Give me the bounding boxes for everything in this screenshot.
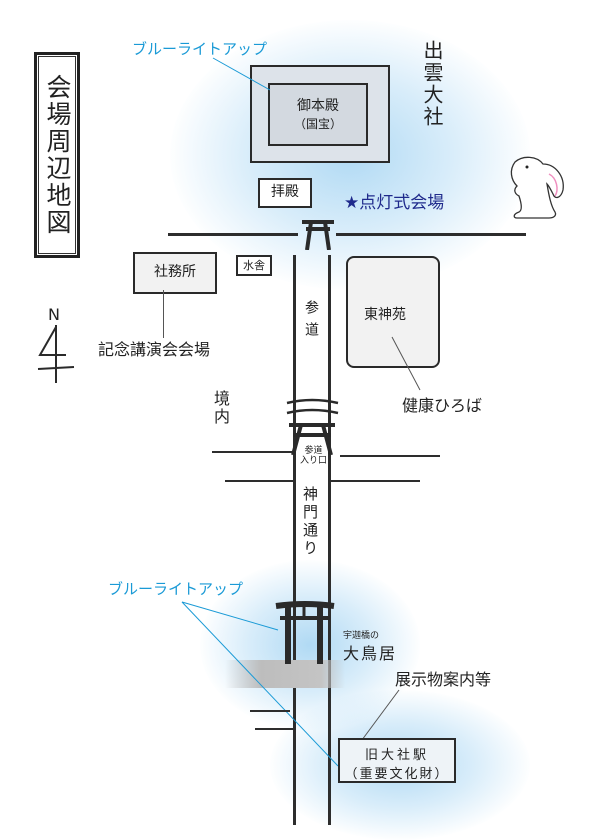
- torii-small-label: 宇迦橋の: [343, 631, 380, 641]
- honden-label: 御本殿: [297, 98, 339, 114]
- sando-entrance-line2: 入り口: [300, 456, 328, 466]
- higashi-shinen-label: 東神苑: [364, 307, 406, 323]
- chozuya[interactable]: 水舎: [236, 255, 272, 276]
- old-station-label: 旧大社駅: [364, 748, 429, 763]
- sando-right-edge: [328, 255, 331, 825]
- higashi-shinen[interactable]: 東神苑: [346, 256, 440, 368]
- north-arrow-icon: [37, 325, 75, 383]
- shamusho-leader-line: [163, 290, 164, 338]
- road-middle-left-1: [212, 451, 292, 453]
- great-torii-icon: [275, 601, 335, 664]
- chozuya-label: 水舎: [243, 259, 265, 272]
- shamusho[interactable]: 社務所: [133, 252, 217, 294]
- road-top-horizontal: [168, 233, 298, 236]
- road-lower-2: [255, 728, 293, 730]
- sando-label: 参道: [303, 300, 319, 344]
- rabbit-icon: [510, 156, 564, 219]
- haiden[interactable]: 拝殿: [258, 178, 312, 208]
- lighting-ceremony-label: ★点灯式会場: [344, 193, 445, 213]
- map-title: 会場周辺地図: [43, 74, 72, 236]
- blue-light-up-label-bottom: ブルーライトアップ: [108, 580, 244, 598]
- old-taisha-station[interactable]: 旧大社駅 （重要文化財）: [338, 738, 456, 783]
- exhibits-label: 展示物案内等: [395, 670, 492, 689]
- shrine-name: 出雲大社: [420, 40, 444, 128]
- small-torii-icon: [302, 220, 334, 250]
- sando-entrance-label: 参道 入り口: [300, 446, 327, 466]
- honden-inner[interactable]: 御本殿 （国宝）: [268, 83, 368, 146]
- honden-sub-label: （国宝）: [293, 117, 342, 131]
- road-lower-1: [250, 710, 290, 712]
- blue-light-up-label-top: ブルーライトアップ: [132, 40, 268, 58]
- health-plaza-leader-line: [391, 336, 421, 391]
- road-middle-left-2: [225, 480, 293, 482]
- old-station-sub-label: （重要文化財）: [344, 767, 450, 782]
- health-plaza-label: 健康ひろば: [402, 396, 483, 415]
- sando-entrance-torii-icon: [286, 398, 339, 455]
- road-top-horizontal-right: [336, 233, 526, 236]
- haiden-label: 拝殿: [271, 184, 299, 200]
- lecture-venue-label: 記念講演会会場: [98, 340, 211, 359]
- sando-entrance-line1: 参道: [304, 446, 323, 456]
- road-middle-right-2: [330, 480, 420, 482]
- exhibits-leader-line: [358, 689, 400, 745]
- map-title-box: 会場周辺地図: [34, 52, 80, 258]
- keidai-label: 境内: [211, 390, 230, 426]
- shinmon-dori-label: 神門通り: [301, 486, 319, 558]
- road-middle-right-1: [340, 455, 440, 457]
- sando-left-edge: [293, 255, 296, 825]
- torii-name-label: 大鳥居: [343, 644, 398, 663]
- north-letter: N: [48, 305, 60, 324]
- shamusho-label: 社務所: [154, 264, 196, 280]
